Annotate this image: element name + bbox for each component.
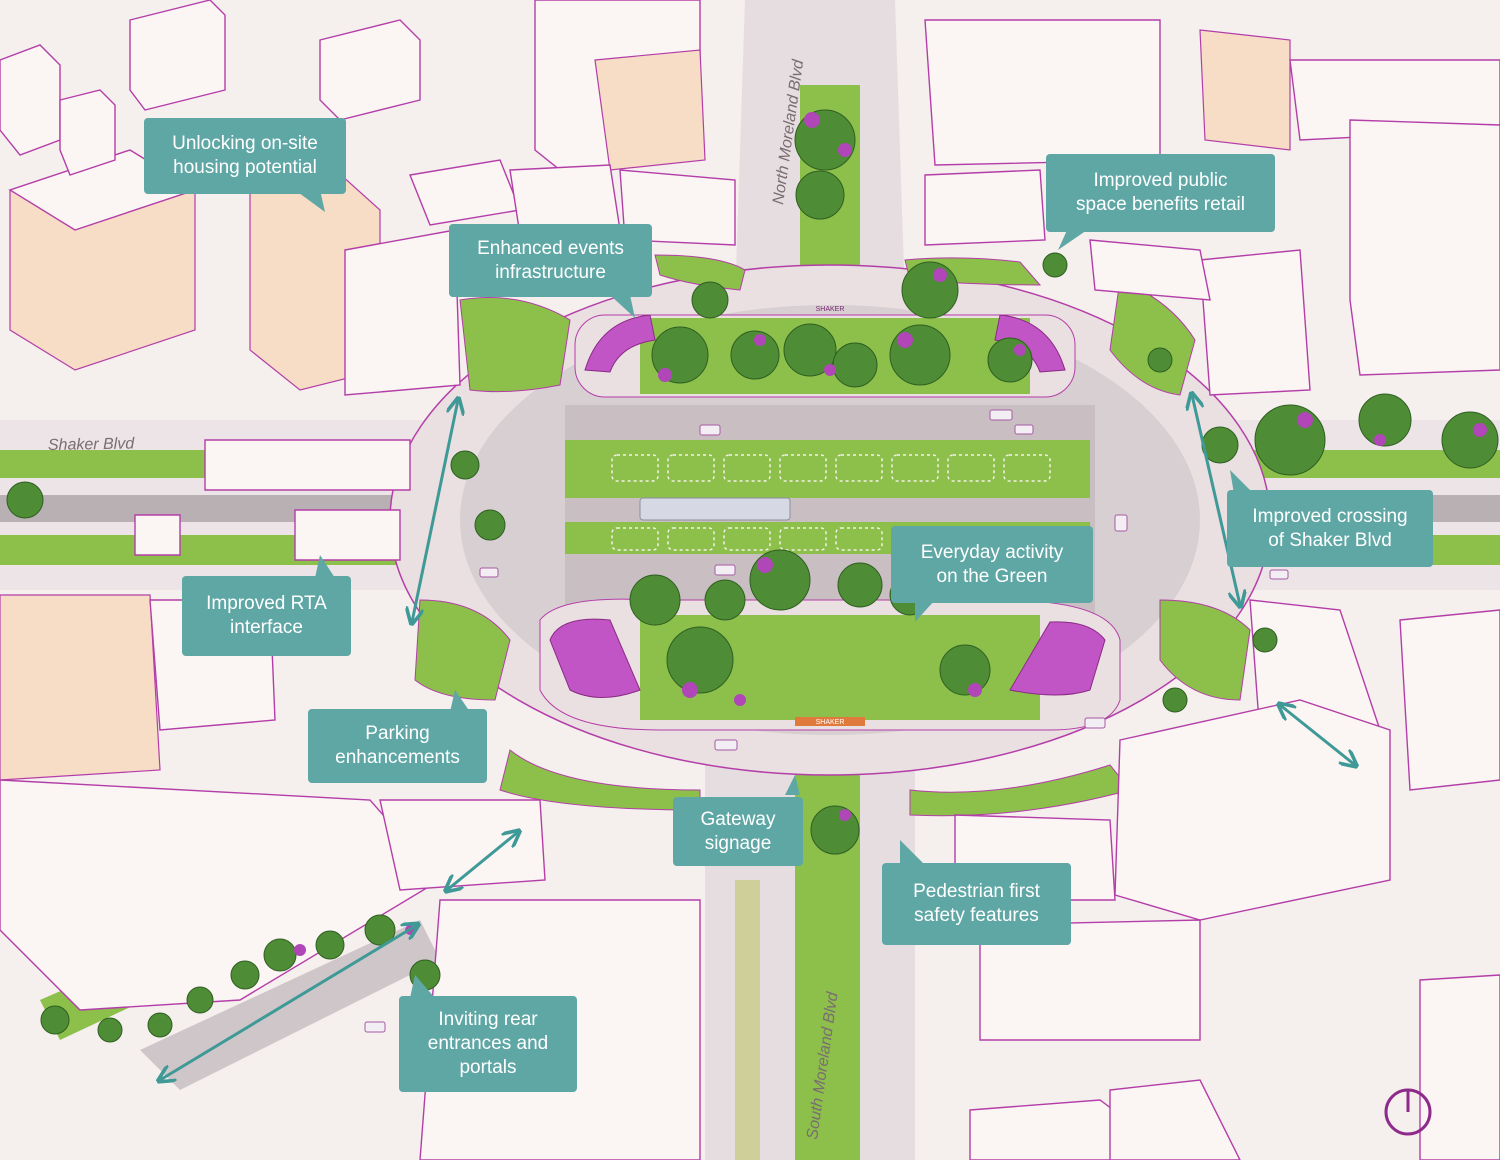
callout-pointers [295, 190, 1250, 998]
shaker-blvd-label: Shaker Blvd [48, 435, 136, 454]
north-arrow-icon [1384, 1088, 1432, 1136]
rear-portal-arrow [447, 832, 518, 890]
rta-station [565, 440, 1090, 554]
east-portal-arrow [1280, 705, 1355, 765]
callout-rear-entrances: Inviting rear entrances and portals [399, 996, 577, 1092]
callout-text: Parking enhancements [335, 723, 460, 768]
callout-text: Inviting rear entrances and portals [427, 1009, 549, 1078]
south-green [539, 598, 1121, 731]
callout-events-infrastructure: Enhanced events infrastructure [449, 224, 652, 297]
south-gateway-sign: SHAKER [816, 719, 845, 726]
rear-path-arrow [160, 925, 417, 1080]
callout-gateway-signage: Gateway signage [673, 797, 803, 866]
callout-everyday-activity: Everyday activity on the Green [891, 526, 1093, 603]
shaker-crossing-arrow [1192, 395, 1240, 605]
callout-retail: Improved public space benefits retail [1046, 154, 1275, 232]
callout-shaker-crossing: Improved crossing of Shaker Blvd [1227, 490, 1433, 567]
callout-parking: Parking enhancements [308, 709, 487, 783]
callout-text: Improved crossing of Shaker Blvd [1252, 505, 1408, 551]
north-gateway-sign: SHAKER [816, 306, 845, 313]
callout-text: Pedestrian first safety features [913, 881, 1040, 926]
callout-text: Everyday activity on the Green [920, 541, 1064, 587]
callout-text: Improved public space benefits retail [1076, 170, 1245, 215]
callout-text: Enhanced events infrastructure [477, 237, 624, 283]
callout-housing-potential: Unlocking on-site housing potential [144, 118, 346, 194]
callout-rta-interface: Improved RTA interface [182, 576, 351, 656]
callout-pedestrian-safety: Pedestrian first safety features [882, 863, 1071, 945]
callout-text: Gateway signage [700, 808, 776, 854]
corner-plazas [414, 254, 1251, 817]
callout-text: Improved RTA interface [206, 593, 327, 638]
callout-text: Unlocking on-site housing potential [172, 133, 318, 178]
movement-arrows [160, 395, 1355, 1080]
rta-link-arrow [412, 400, 458, 622]
